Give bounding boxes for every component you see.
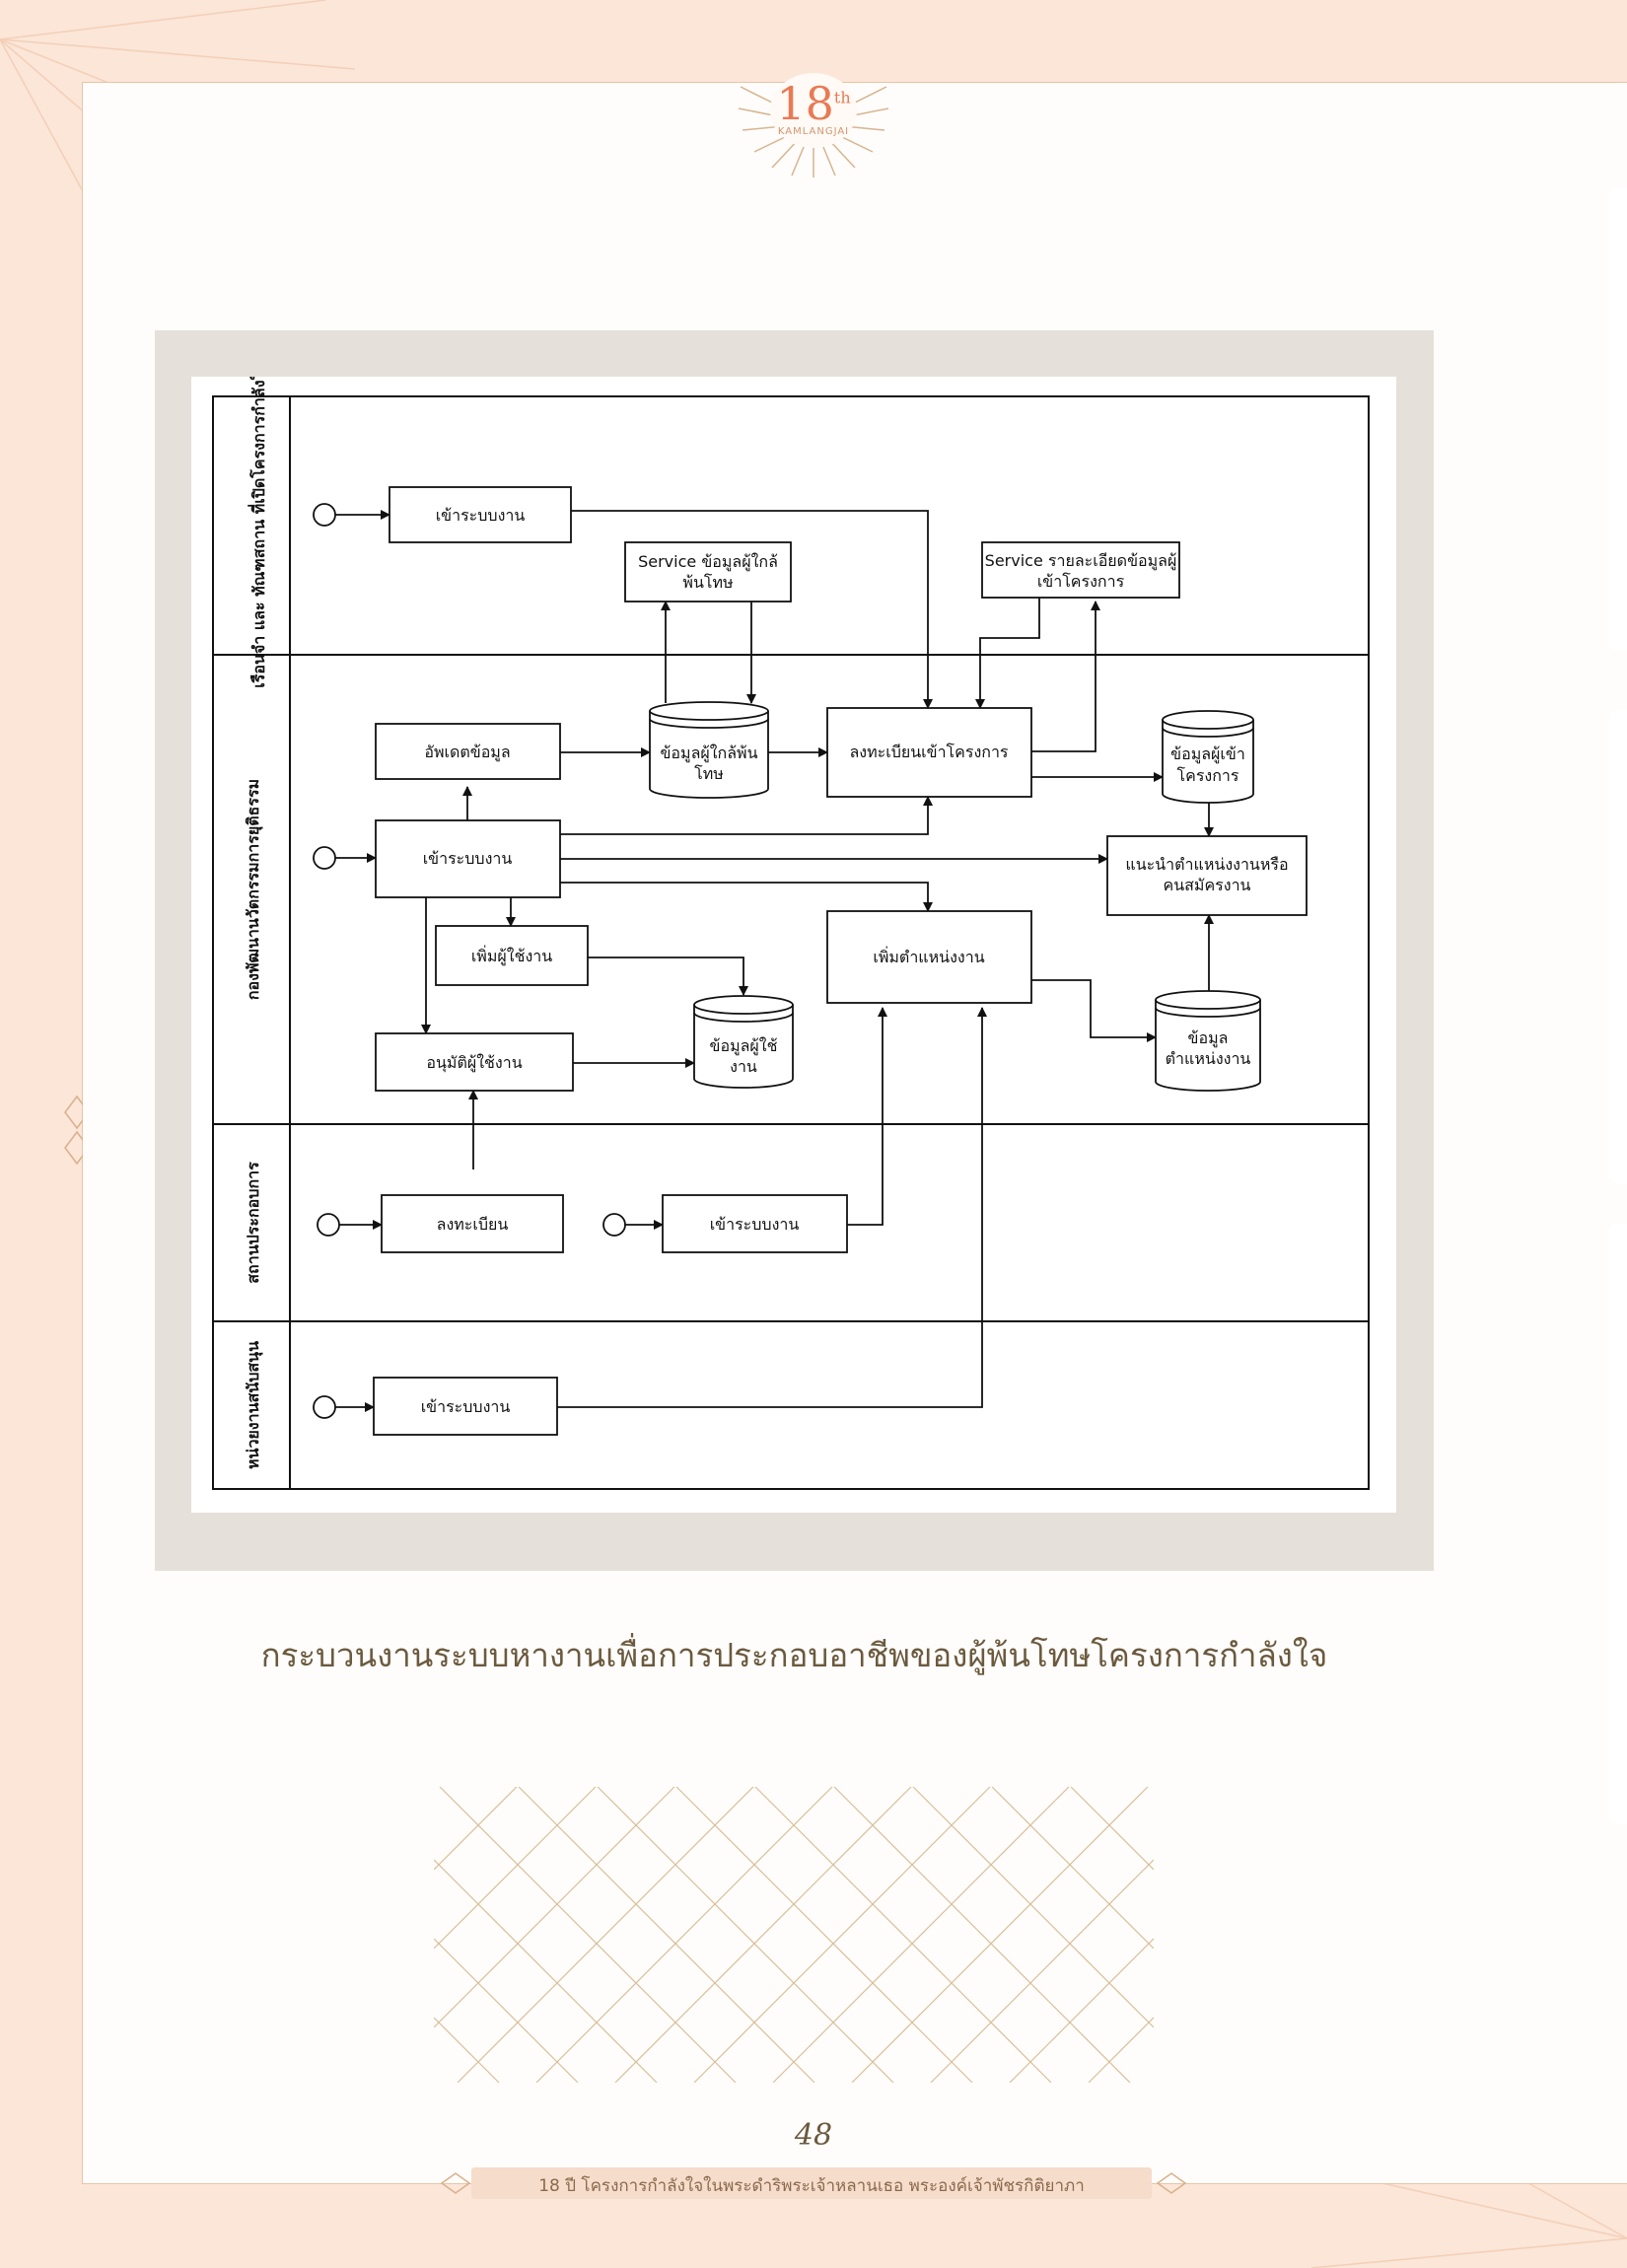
register-project-box	[826, 707, 1032, 798]
add-position-label: เพิ่มตำแหน่งงาน	[873, 946, 984, 966]
participant-data-store	[1162, 710, 1254, 804]
service-project-detail-label: Service รายละเอียดข้อมูลผู้	[985, 551, 1177, 571]
approve-user-label: อนุมัติผู้ใช้งาน	[426, 1053, 522, 1073]
figure-caption: กระบวนงานระบบหางานเพื่อการประกอบอาชีพของ…	[260, 1636, 1328, 1674]
employer-login-box	[662, 1194, 848, 1253]
service-project-detail-box	[981, 541, 1180, 599]
footer-band	[471, 2167, 1152, 2199]
service-near-release-box	[624, 541, 792, 602]
employer-login-label: เข้าระบบงาน	[710, 1215, 800, 1234]
position-data-store	[1155, 990, 1261, 1092]
add-user-box	[435, 925, 589, 986]
position-store-label: ตำแหน่งงาน	[1166, 1049, 1251, 1068]
recommend-label: คนสมัครงาน	[1164, 876, 1251, 894]
diagram-paper	[191, 377, 1396, 1513]
prison-login-label: เข้าระบบงาน	[436, 506, 526, 525]
position-store-label: ข้อมูล	[1188, 1028, 1229, 1048]
side-tab	[1609, 1223, 1627, 1824]
logo-number: 18th	[776, 77, 851, 130]
add-position-box	[826, 910, 1032, 1004]
start-event	[602, 1213, 626, 1237]
employer-register-label: ลงทะเบียน	[437, 1215, 509, 1234]
lane-label-prison: เรือนจำ และ ทัณฑสถาน ที่เปิดโครงการกำลัง…	[248, 377, 268, 688]
register-project-label: ลงทะเบียนเข้าโครงการ	[849, 743, 1008, 761]
participant-store-label: ข้อมูลผู้เข้า	[1170, 744, 1245, 764]
support-login-label: เข้าระบบงาน	[421, 1397, 511, 1416]
diamond-lattice-decoration	[434, 1787, 1154, 2083]
support-login-box	[373, 1377, 558, 1436]
lane-label-support: หน่วยงานสนับสนุน	[244, 1341, 263, 1469]
start-event	[317, 1213, 340, 1237]
user-data-store	[693, 995, 794, 1089]
sunburst-icon	[738, 73, 889, 177]
approve-user-box	[375, 1032, 574, 1092]
footer-text: 18 ปี โครงการกำลังใจในพระดำริพระเจ้าหลาน…	[538, 2176, 1085, 2196]
service-near-release-label: พ้นโทษ	[682, 573, 733, 592]
lane-label-employer: สถานประกอบการ	[244, 1162, 262, 1284]
start-event	[313, 503, 336, 527]
division-login-label: เข้าระบบงาน	[423, 849, 513, 868]
employer-register-box	[381, 1194, 564, 1253]
kamlangjai-logo: 18th KAMLANGJAI	[735, 69, 892, 177]
side-tab	[1609, 710, 1627, 1183]
swimlane-flowchart: เรือนจำ และ ทัณฑสถาน ที่เปิดโครงการกำลัง…	[212, 377, 1370, 1490]
division-login-box	[375, 819, 561, 898]
near-release-store-label: โทษ	[694, 764, 724, 783]
start-event	[313, 1395, 336, 1419]
service-near-release-label: Service ข้อมูลผู้ใกล้	[638, 552, 778, 572]
lane-label-division: กองพัฒนานวัตกรรมการยุติธรรม	[244, 779, 263, 1000]
logo-text: KAMLANGJAI	[777, 126, 850, 137]
add-user-label: เพิ่มผู้ใช้งาน	[471, 945, 552, 966]
update-data-label: อัพเดตข้อมูล	[424, 743, 510, 762]
recommend-box	[1106, 835, 1308, 916]
near-release-data-store	[649, 701, 769, 799]
near-release-store-label: ข้อมูลผู้ใกล้พ้น	[660, 744, 757, 763]
participant-store-label: โครงการ	[1177, 766, 1239, 785]
update-data-box	[375, 723, 561, 780]
page-number: 48	[794, 2118, 833, 2153]
user-store-label: ข้อมูลผู้ใช้	[710, 1036, 778, 1056]
user-store-label: งาน	[730, 1057, 757, 1076]
side-tab	[1609, 187, 1627, 651]
footer-ornament	[440, 2172, 1187, 2194]
service-project-detail-label: เข้าโครงการ	[1037, 572, 1125, 591]
start-event	[313, 846, 336, 870]
prison-login-box	[389, 486, 572, 543]
pool-frame	[212, 395, 1370, 1490]
recommend-label: แนะนำตำแหน่งงานหรือ	[1125, 855, 1288, 874]
